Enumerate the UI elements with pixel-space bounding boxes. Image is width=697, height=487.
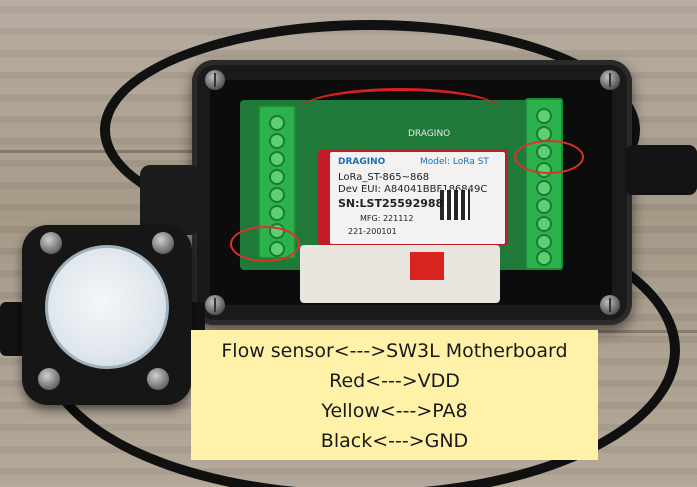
- module-name: LoRa_ST-865~868: [338, 172, 430, 183]
- battery-label-red: [410, 252, 444, 280]
- module-mfg: MFG: 221112: [360, 214, 414, 223]
- highlight-ellipse-right: [514, 140, 584, 174]
- battery: [300, 245, 500, 303]
- bolt: [152, 232, 174, 254]
- caption-line-red: Red<--->VDD: [329, 370, 460, 392]
- bolt: [38, 368, 60, 390]
- module-cert: 221-200101: [348, 227, 397, 236]
- caption-line-title: Flow sensor<--->SW3L Motherboard: [221, 340, 568, 362]
- module-dev-eui: Dev EUI: A84041BBF186849C: [338, 184, 488, 195]
- qr-code: [440, 190, 470, 220]
- cable-gland: [140, 165, 200, 235]
- module-model: Model: LoRa ST: [420, 157, 489, 167]
- screw: [600, 70, 620, 90]
- highlight-ellipse-left: [230, 226, 300, 262]
- cable-gland: [625, 145, 697, 195]
- terminal-block-right: [525, 98, 563, 270]
- pcb-brand-text: DRAGINO: [408, 129, 451, 139]
- bolt: [147, 368, 169, 390]
- screw: [205, 295, 225, 315]
- caption-line-yellow: Yellow<--->PA8: [321, 400, 468, 422]
- bolt: [40, 232, 62, 254]
- module-label: [330, 152, 505, 244]
- flow-sensor-label: [45, 245, 169, 369]
- battery-wire: [300, 88, 500, 131]
- screw: [600, 295, 620, 315]
- module-serial: SN:LST25592988: [338, 197, 444, 210]
- screw: [205, 70, 225, 90]
- wiring-caption: Flow sensor<--->SW3L Motherboard Red<---…: [191, 330, 598, 460]
- module-brand: DRAGINO: [338, 157, 386, 167]
- caption-line-black: Black<--->GND: [320, 430, 469, 452]
